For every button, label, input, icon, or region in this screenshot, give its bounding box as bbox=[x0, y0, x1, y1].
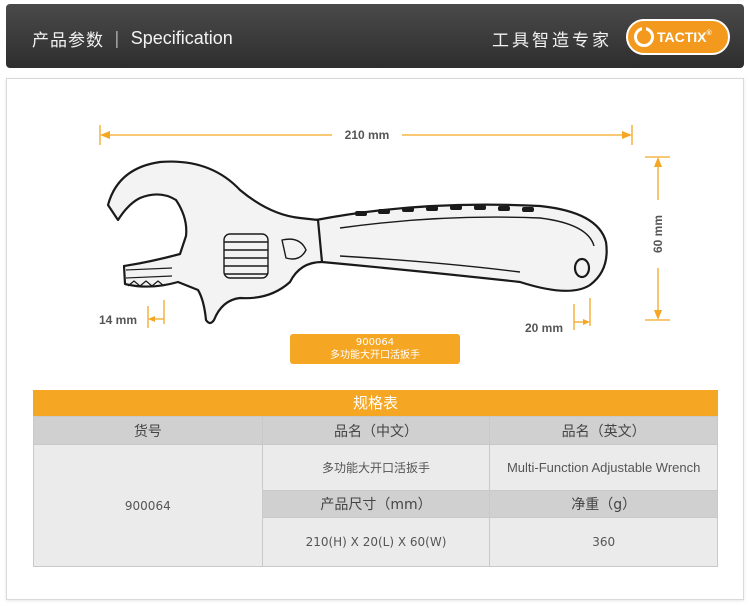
table-row: 210(H) X 20(L) X 60(W) 360 bbox=[34, 517, 718, 567]
length-dimension bbox=[99, 125, 633, 145]
wrench-handle bbox=[314, 203, 608, 292]
table-subheader-row: 产品尺寸（mm） 净重（g） bbox=[34, 490, 718, 518]
width-label: 60 mm bbox=[651, 215, 665, 253]
width-dimension bbox=[645, 156, 670, 321]
header-bar: 产品参数 | Specification 工具智造专家 TACTIX ® bbox=[6, 4, 744, 68]
item-no-value: 900064 bbox=[33, 444, 263, 567]
table-row: 900064 多功能大开口活扳手 Multi-Function Adjustab… bbox=[33, 444, 718, 567]
title-separator: | bbox=[114, 28, 121, 49]
tactix-logo: TACTIX ® bbox=[626, 19, 730, 55]
weight-value: 360 bbox=[489, 517, 718, 567]
worm-gear bbox=[223, 233, 269, 279]
product-tag: 900064 多功能大开口活扳手 bbox=[290, 334, 460, 364]
thickness-dimension bbox=[573, 298, 591, 330]
header-item-no: 货号 bbox=[33, 416, 263, 445]
product-tag-name: 多功能大开口活扳手 bbox=[330, 350, 420, 361]
spec-table: 货号 品名（中文） 品名（英文） 900064 多功能大开口活扳手 Multi-… bbox=[33, 416, 718, 567]
logo-text: TACTIX bbox=[657, 29, 707, 45]
header-weight: 净重（g） bbox=[489, 490, 718, 518]
header-size: 产品尺寸（mm） bbox=[261, 490, 491, 518]
product-tag-code: 900064 bbox=[355, 337, 395, 348]
name-cn-value: 多功能大开口活扳手 bbox=[261, 444, 491, 491]
hang-hole bbox=[573, 257, 591, 279]
wrench-diagram: 210 mm 60 mm 14 mm 20 mm bbox=[99, 125, 670, 335]
logo-mark-icon bbox=[634, 27, 654, 47]
header-name-cn: 品名（中文） bbox=[261, 416, 491, 445]
header-title: 产品参数 | Specification bbox=[32, 26, 233, 51]
wrench-head bbox=[106, 160, 324, 325]
logo-registered: ® bbox=[706, 30, 712, 37]
title-en: Specification bbox=[130, 28, 233, 48]
header-name-en: 品名（英文） bbox=[489, 416, 718, 445]
jaw-dimension bbox=[147, 300, 165, 328]
wrench-drawing bbox=[106, 160, 608, 325]
jaw-label: 14 mm bbox=[99, 313, 137, 327]
spec-table-title: 规格表 bbox=[33, 390, 718, 416]
thickness-label: 20 mm bbox=[525, 321, 563, 335]
size-value: 210(H) X 20(L) X 60(W) bbox=[261, 517, 491, 567]
name-en-value: Multi-Function Adjustable Wrench bbox=[489, 444, 718, 491]
table-header-row: 货号 品名（中文） 品名（英文） bbox=[33, 416, 718, 445]
length-label: 210 mm bbox=[345, 128, 390, 142]
slogan: 工具智造专家 bbox=[492, 31, 612, 51]
title-cn: 产品参数 bbox=[32, 31, 104, 51]
